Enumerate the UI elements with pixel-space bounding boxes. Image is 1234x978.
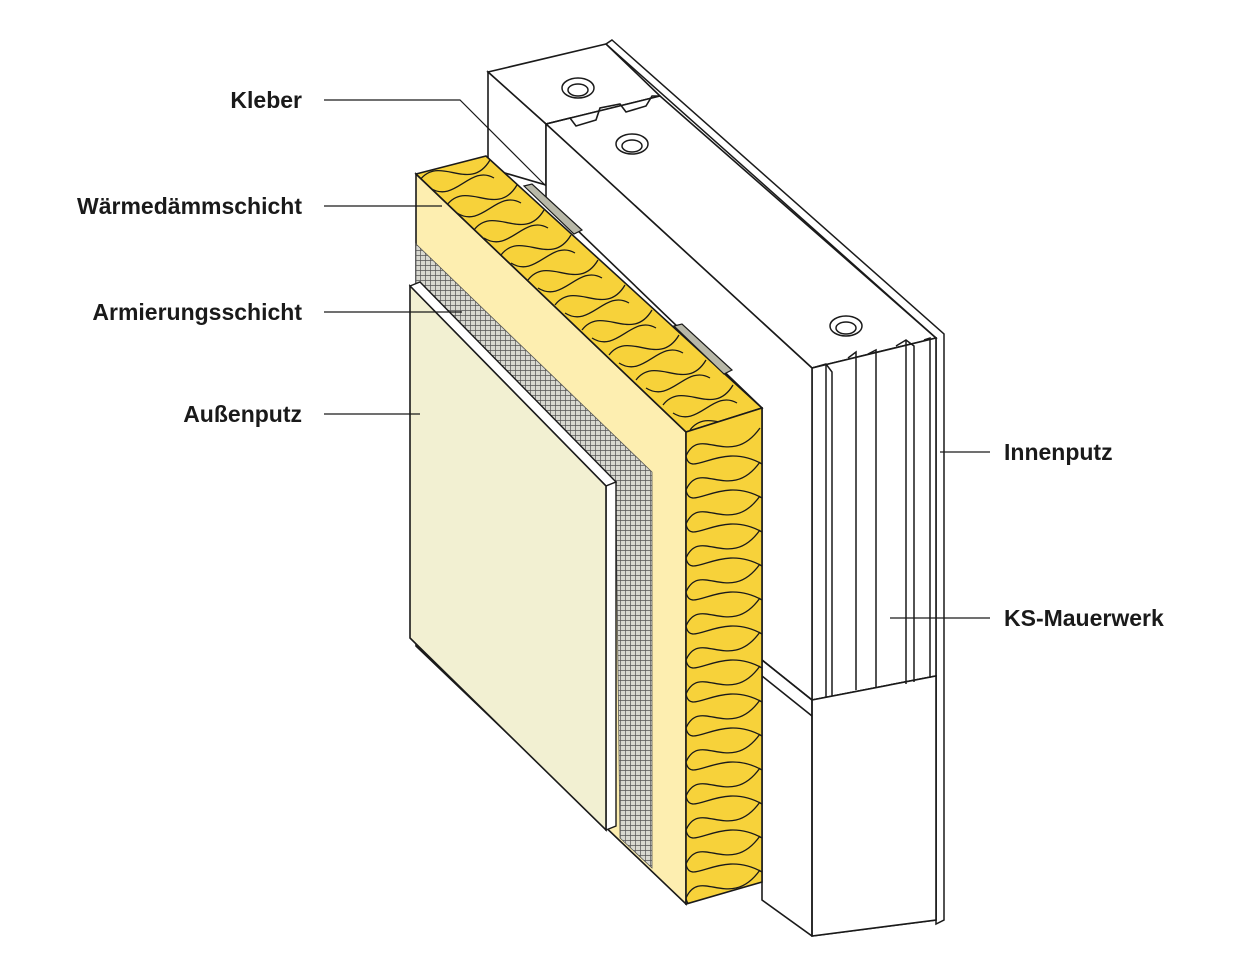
insulation-fibre-wave — [686, 597, 762, 635]
aussenputz-panel — [408, 281, 618, 832]
insulation-fibre-wave — [686, 495, 762, 533]
label-aussenputz: Außenputz — [183, 401, 302, 427]
insulation-fibre-wave — [527, 259, 603, 293]
leader-kleber — [324, 99, 547, 187]
label-ks-mauerwerk: KS-Mauerwerk — [1004, 605, 1164, 631]
insulation-fibre-wave — [686, 733, 762, 771]
kleber-dabs — [522, 183, 734, 375]
insulation-fibre-wave — [554, 284, 630, 318]
insulation-fibre-wave — [473, 209, 549, 243]
insulation-fibre-wave — [686, 461, 762, 499]
insulation-fibre-wave — [686, 801, 762, 839]
insulation-fibre-wave — [686, 665, 762, 703]
insulation-fibre-wave — [686, 699, 762, 737]
insulation-fibre-wave — [686, 835, 762, 873]
block-end-grooves — [811, 336, 931, 698]
label-innenputz: Innenputz — [1004, 439, 1113, 465]
insulation-fibre-wave — [419, 159, 495, 193]
insulation-fibre-wave — [686, 563, 762, 601]
insulation-fibre-wave — [446, 184, 522, 218]
block-core-holes — [561, 77, 863, 337]
insulation-fibre-wave — [686, 427, 762, 465]
insulation-fibre-wave — [608, 334, 684, 368]
insulation-fibre-wave — [662, 384, 738, 418]
block-groove-profile — [545, 95, 660, 127]
insulation-fibre-wave — [686, 767, 762, 805]
insulation-fibre-wave — [581, 309, 657, 343]
leader-lines — [324, 99, 990, 619]
label-armierungsschicht: Armierungsschicht — [92, 299, 302, 325]
label-waermedaemmschicht: Wärmedämmschicht — [77, 193, 302, 219]
insulation-fibre-wave — [635, 359, 711, 393]
insulation-fibre-wave — [686, 631, 762, 669]
insulation-fibre-wave — [686, 529, 762, 567]
insulation-fibre-wave — [500, 234, 576, 268]
label-kleber: Kleber — [230, 87, 302, 113]
